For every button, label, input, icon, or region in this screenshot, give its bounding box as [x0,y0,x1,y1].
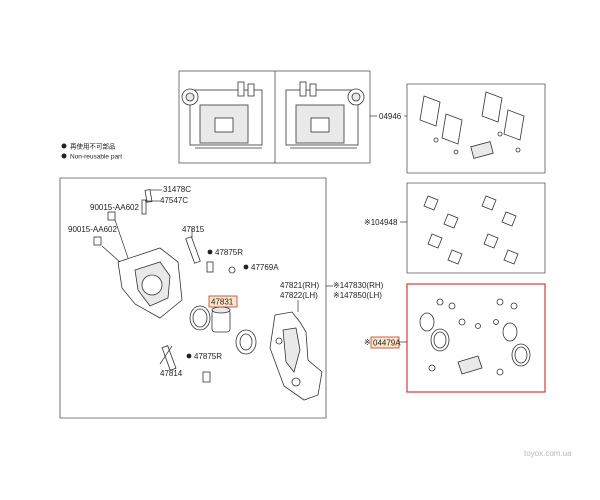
highlight-04479a [370,336,400,349]
main-exploded-view [59,177,327,419]
legend: 再使用不可部品 Non-reusable part [61,142,122,161]
label-147830: ※147830(RH) [333,281,384,290]
label-147850: ※147850(LH) [333,291,382,300]
label-31478c: 31478C [163,185,191,194]
label-04479a: 04479A [373,339,401,348]
caliper-assembly-overview [178,70,371,164]
label-90015-lower: 90015-AA602 [68,225,117,234]
label-47875r-lower: 47875R [194,352,222,361]
brake-pads-kit: 04946 [370,83,546,174]
legend-nonreusable-text: Non-reusable part [70,154,122,161]
label-47821: 47821(RH) [280,281,319,290]
label-04479a-mark: ※ [364,338,371,347]
part-labels: 31478C 47547C 90015-AA602 90015-AA602 47… [68,185,384,378]
highlight-47831 [208,295,238,308]
seal-kit-highlight-border [406,283,546,393]
label-47815: 47815 [182,225,205,234]
label-90015-upper: 90015-AA602 [90,203,139,212]
label-47547c: 47547C [160,196,188,205]
label-47822: 47822(LH) [280,291,318,300]
pad-support-kit: ※104948 [364,182,546,274]
watermark: toyox.com.ua [524,449,572,458]
label-47831: 47831 [211,298,234,307]
label-47769a: 47769A [251,263,279,272]
label-104948: ※104948 [364,218,398,227]
label-47875r-upper: 47875R [215,248,243,257]
seal-kit: ※ 04479A [364,283,546,393]
legend-reusable-text: 再使用不可部品 [70,142,116,151]
label-47814: 47814 [160,369,183,378]
label-04946: 04946 [379,112,402,121]
